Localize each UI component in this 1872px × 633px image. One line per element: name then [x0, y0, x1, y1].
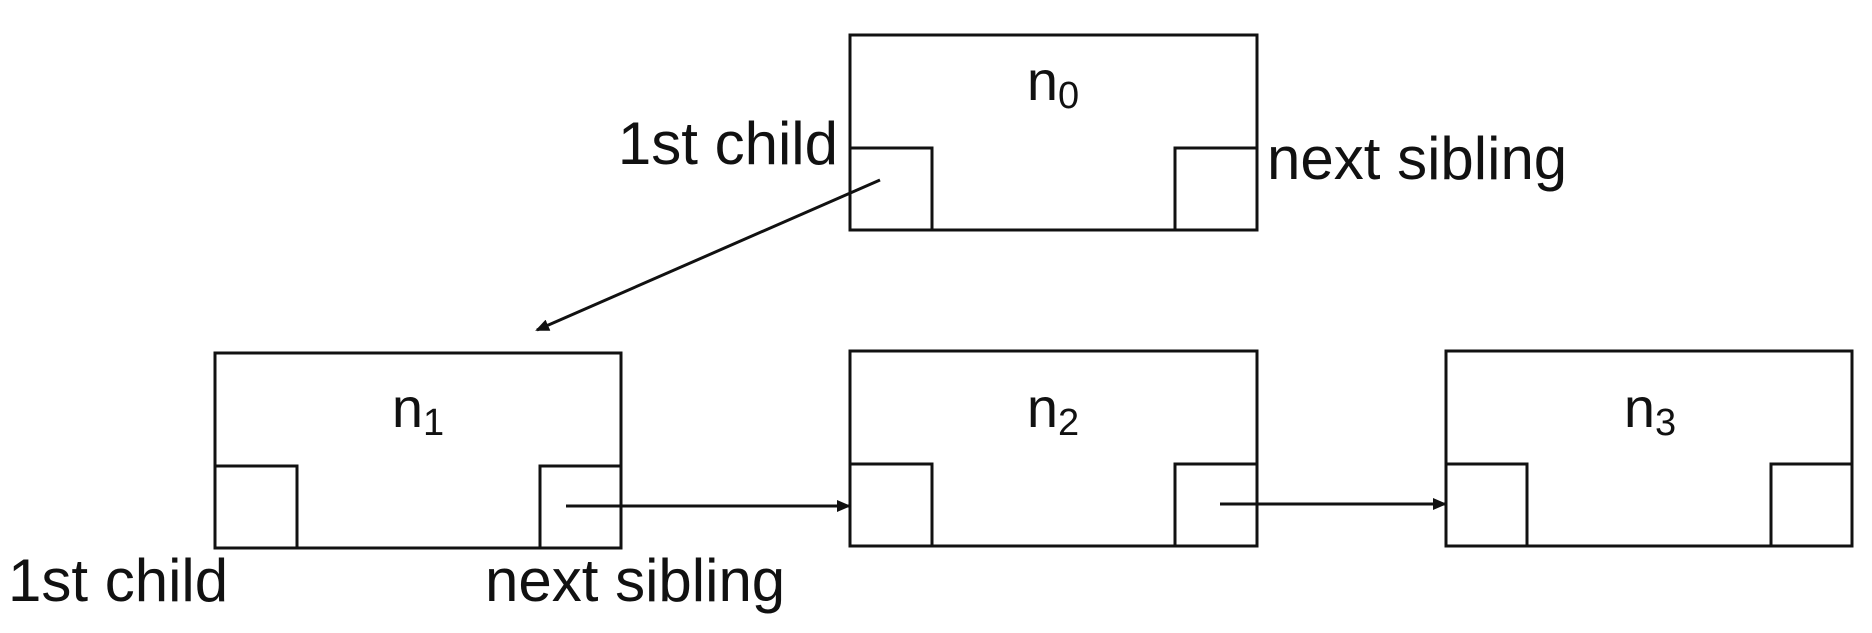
- node-box: [848, 33, 1259, 232]
- node-box: [848, 349, 1259, 548]
- label-first-child-bottom: 1st child: [8, 547, 228, 614]
- node-subscript: 1: [423, 402, 444, 444]
- next-sibling-slot: [1769, 462, 1854, 548]
- node-box: [213, 351, 623, 550]
- node-box: [1444, 349, 1854, 548]
- node-subscript: 2: [1058, 402, 1079, 444]
- label-next-sibling-top: next sibling: [1267, 125, 1567, 192]
- node-name: n: [1624, 376, 1655, 439]
- first-child-slot: [213, 464, 299, 550]
- node-name: n: [392, 376, 423, 439]
- node-label: n1: [392, 376, 444, 444]
- node-subscript: 0: [1058, 75, 1079, 117]
- first-child-slot: [848, 462, 934, 548]
- node-n3: n3: [1444, 349, 1854, 548]
- node-n1: n1: [213, 351, 623, 550]
- first-child-arrow: [535, 178, 881, 332]
- first-child-slot: [848, 146, 934, 232]
- label-first-child-top: 1st child: [618, 110, 838, 177]
- node-name: n: [1027, 376, 1058, 439]
- node-subscript: 3: [1655, 402, 1676, 444]
- node-name: n: [1027, 49, 1058, 112]
- next-sibling-slot: [1173, 146, 1259, 232]
- node-label: n0: [1027, 49, 1079, 117]
- node-label: n3: [1624, 376, 1676, 444]
- node-n0: n0: [848, 33, 1259, 232]
- node-label: n2: [1027, 376, 1079, 444]
- first-child-slot: [1444, 462, 1529, 548]
- node-n2: n2: [848, 349, 1259, 548]
- label-next-sibling-bottom: next sibling: [485, 547, 785, 614]
